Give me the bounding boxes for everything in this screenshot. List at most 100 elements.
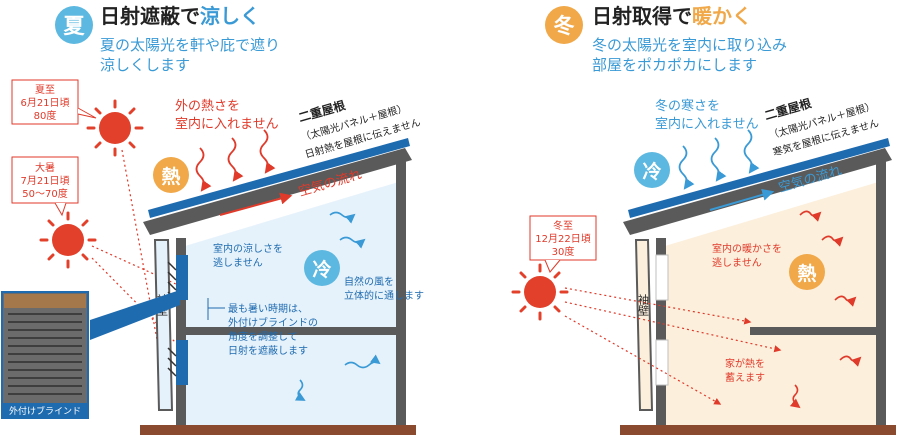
winter-keep-line1: 室内の暖かさを	[712, 242, 782, 255]
blind-note-line1: 最も暑い時期は、	[228, 303, 308, 315]
warm-badge-text: 熱	[797, 262, 816, 285]
summer-title: 日射遮蔽で涼しく	[100, 4, 260, 28]
summer-badge-text: 夏	[64, 14, 86, 38]
summer-right-wall	[396, 160, 406, 425]
winter-right-wall	[876, 160, 886, 425]
summer-desc-line2: 涼しくします	[100, 56, 190, 74]
winter-store-line1: 家が熱を	[725, 357, 765, 370]
winter-ray-2	[564, 301, 782, 353]
heat-badge-text: 熱	[161, 165, 180, 188]
winter-solstice-angle: 30度	[552, 245, 575, 258]
warm-arrow-2	[821, 235, 844, 247]
sun-icon-winter-solstice	[511, 263, 569, 321]
summer-badge	[55, 6, 93, 44]
cool-badge	[304, 250, 340, 286]
wind-arrow-1	[329, 211, 356, 224]
great-heat-name: 大暑	[35, 161, 55, 174]
summer-floor-slab	[186, 327, 396, 335]
summer-panel: 夏 日射遮蔽で涼しく 夏の太陽光を軒や庇で遮り 涼しくします 夏至 6月21日頃…	[1, 4, 424, 435]
warm-arrow-3	[834, 295, 857, 307]
winter-keep-line2: 逃しません	[712, 256, 762, 269]
winter-solstice-date: 12月22日頃	[535, 233, 590, 245]
winter-ray-1	[564, 287, 752, 325]
blind-note-line4: 日射を遮蔽します	[228, 344, 308, 357]
cold-arrow-1	[678, 145, 695, 190]
summer-wind-line1: 自然の風を	[344, 275, 394, 288]
cold-text-line2: 室内に入れません	[655, 116, 759, 132]
winter-floor-slab	[750, 327, 876, 335]
summer-window-lower	[176, 340, 188, 385]
solstice-date: 6月21日頃	[20, 97, 69, 109]
winter-window-upper	[655, 254, 669, 301]
winter-sun-label-box	[529, 215, 597, 261]
summer-side-wall	[153, 239, 174, 411]
cold-arrow-3	[743, 129, 760, 174]
blind-note-line2: 外付けブラインドの	[228, 316, 318, 329]
solstice-angle: 80度	[34, 109, 57, 122]
great-heat-angle: 50〜70度	[22, 187, 67, 200]
solstice-name: 夏至	[35, 84, 55, 96]
summer-solar-panel	[148, 138, 410, 218]
heat-arrow-1	[195, 147, 212, 192]
winter-ground	[620, 425, 896, 435]
summer-keep-line1: 室内の涼しさを	[213, 242, 283, 255]
summer-wind-line2: 立体的に通します	[344, 289, 424, 302]
winter-roof-title: 二重屋根	[763, 95, 813, 123]
summer-desc-line1: 夏の太陽光を軒や庇で遮り	[100, 36, 280, 54]
summer-ground	[140, 425, 416, 435]
warm-arrow-5	[789, 384, 801, 409]
summer-interior	[185, 180, 405, 425]
warm-arrows	[789, 210, 862, 409]
winter-window-lower	[655, 339, 669, 386]
winter-badge-text: 冬	[554, 14, 575, 38]
winter-left-wall	[656, 238, 666, 425]
wind-arrow-3	[344, 354, 381, 369]
cold-badge-text: 冷	[642, 160, 661, 183]
winter-badge	[545, 6, 583, 44]
blind-note-leader	[207, 298, 225, 320]
photo-caption: 外付けブラインド	[9, 405, 81, 417]
wind-arrow-2	[339, 236, 366, 249]
cool-badge-text: 冷	[312, 258, 331, 281]
cold-text-line1: 冬の寒さを	[655, 98, 720, 114]
heat-text-line1: 外の熱さを	[175, 99, 240, 114]
winter-desc-line2: 部屋をポカポカにします	[592, 56, 757, 74]
winter-panel: 冬 日射取得で暖かく 冬の太陽光を室内に取り込み 部屋をポカポカにします 冬の寒…	[511, 4, 896, 435]
winter-airflow-arrow	[709, 188, 775, 211]
summer-roof-title: 二重屋根	[297, 97, 347, 125]
cold-badge	[634, 152, 670, 188]
winter-roof	[623, 148, 892, 235]
sun-label-box-solstice	[11, 79, 79, 125]
winter-solar-panel	[628, 138, 890, 218]
winter-title: 日射取得で暖かく	[592, 4, 752, 28]
winter-side-wall	[634, 239, 654, 411]
warm-arrow-1	[799, 210, 822, 222]
warm-arrow-4	[839, 355, 862, 367]
winter-desc-line1: 冬の太陽光を室内に取り込み	[592, 36, 787, 54]
sun-icon-great-heat	[39, 211, 97, 269]
summer-keep-line2: 逃しません	[213, 256, 263, 269]
summer-airflow-arrow	[219, 192, 293, 216]
summer-roof	[143, 148, 412, 235]
cold-arrow-2	[710, 137, 727, 182]
warm-badge	[789, 254, 825, 290]
heat-badge	[153, 157, 189, 193]
great-heat-date: 7月21日頃	[20, 175, 69, 187]
wind-arrow-4	[294, 379, 306, 401]
winter-side-wall-label: 袖壁	[637, 293, 650, 316]
summer-wind-arrows	[294, 211, 381, 401]
cold-arrows	[678, 129, 760, 190]
photo-caption-bg	[2, 403, 88, 418]
sun-ray-great-heat-1	[91, 245, 179, 286]
sun-label-box-great-heat	[11, 156, 79, 204]
summer-left-wall	[176, 238, 186, 425]
blind-photo-slats	[8, 313, 82, 395]
heat-arrows	[195, 129, 276, 192]
heat-text-line2: 室内に入れません	[175, 116, 279, 132]
heat-arrow-2	[227, 137, 244, 182]
sun-icon-solstice	[86, 99, 144, 157]
winter-interior	[665, 180, 885, 425]
winter-solstice-name: 冬至	[553, 219, 573, 232]
